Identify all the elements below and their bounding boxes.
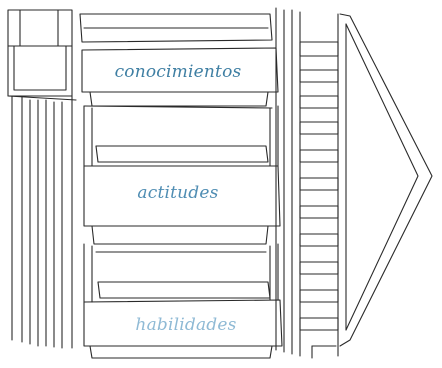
stepped-beams [79,13,283,359]
left-column-block [7,9,77,349]
beam-conocimientos [81,47,279,93]
label-actitudes: actitudes [137,183,219,203]
label-habilidades: habilidades [135,315,237,335]
beam-habilidades [83,299,283,347]
arrow-chevron-icon [339,13,433,347]
ladder-rungs [299,13,339,359]
label-conocimientos: conocimientos [114,62,242,82]
vertical-posts [275,7,301,357]
beam-actitudes [83,165,281,227]
